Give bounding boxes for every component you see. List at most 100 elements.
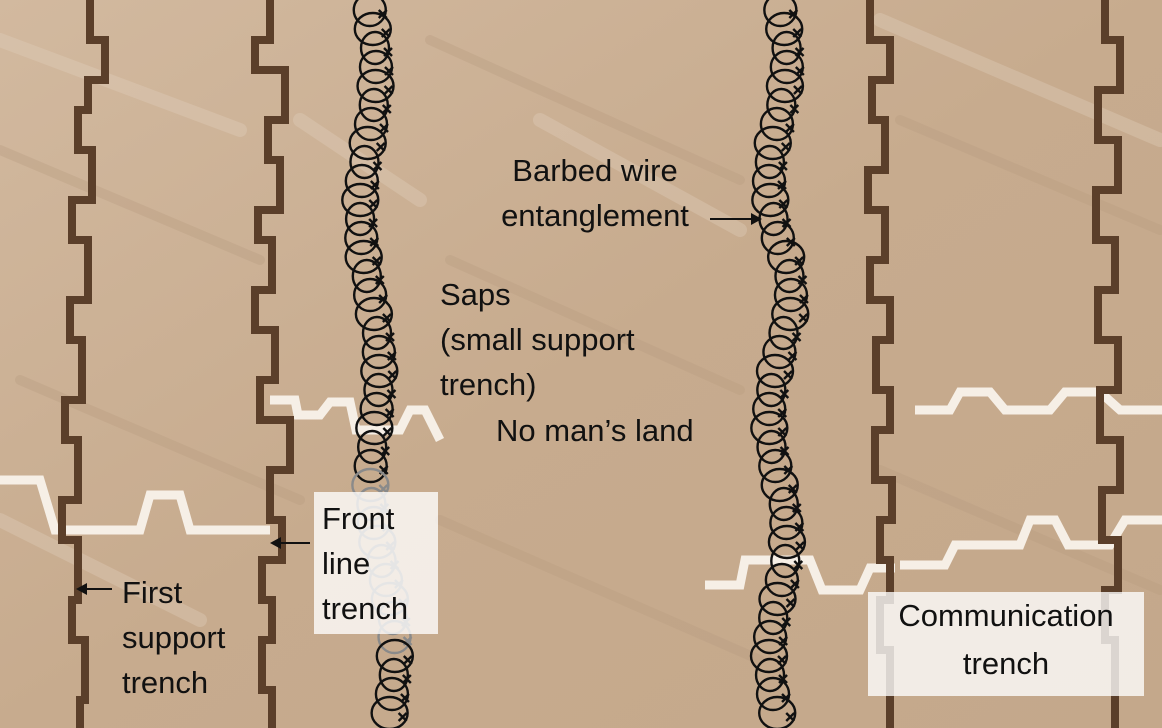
wire-barb: [379, 123, 389, 133]
wire-barb: [787, 351, 798, 361]
wire-coil: [349, 144, 380, 180]
wire-coil: [749, 638, 789, 674]
front-line-label-box: [314, 492, 438, 634]
wire-coil: [355, 410, 394, 446]
wire-barb: [778, 674, 788, 684]
wire-coil: [765, 68, 805, 104]
wire-barb: [383, 85, 394, 95]
saps: [0, 387, 1162, 595]
trenches: [58, 0, 1124, 728]
wire-coil: [356, 429, 388, 465]
wire-barb: [791, 332, 802, 342]
wire-barb: [795, 541, 805, 551]
wire-barb: [781, 617, 792, 627]
wire-coil: [760, 467, 799, 503]
wire-barb: [793, 85, 803, 95]
wire-barb: [386, 389, 397, 399]
wire-coil: [359, 30, 391, 66]
wire-coil: [755, 353, 795, 389]
no-mans-land-label: No man’s land: [496, 413, 694, 448]
wire-barb: [780, 142, 791, 152]
wire-coil: [758, 695, 797, 728]
wire-coil: [750, 410, 789, 446]
wire-barb: [794, 256, 805, 266]
wire-coil: [751, 182, 790, 218]
wire-coil: [341, 182, 380, 218]
wire-coil: [758, 581, 797, 617]
front-line-label: Front line trench: [322, 501, 409, 626]
first-support-trench: [58, 0, 109, 728]
wire-coil: [356, 68, 395, 104]
communication-label-box: [868, 592, 1144, 696]
wire-coil: [754, 657, 786, 693]
wire-coil: [758, 600, 789, 636]
ground-highlights: [0, 13, 1162, 627]
wire-barb: [382, 427, 393, 437]
wire-coil: [753, 125, 792, 161]
wire-coil: [344, 201, 376, 237]
barbed-wire-right: [749, 0, 810, 728]
wire-coil: [363, 372, 394, 408]
sap-right-middle: [900, 515, 1162, 570]
wire-coil: [344, 239, 383, 275]
wire-barb: [387, 370, 398, 380]
wire-coil: [766, 239, 806, 275]
wire-barb: [397, 712, 408, 722]
first-support-arrow: [76, 583, 112, 595]
wire-barb: [785, 712, 796, 722]
sap-right-lower: [705, 555, 895, 595]
wire-barb: [401, 674, 412, 684]
wire-coil: [378, 657, 410, 693]
wire-coil: [768, 315, 799, 351]
sap-left: [0, 475, 270, 535]
communication-label: Communication trench: [898, 598, 1114, 681]
first-support-label: First support trench: [122, 575, 226, 700]
wire-barb: [381, 104, 392, 114]
sap-center: [270, 395, 445, 443]
wire-coil: [766, 87, 797, 123]
wire-coil: [360, 353, 399, 389]
wire-barb: [375, 142, 386, 152]
wire-barb: [798, 313, 809, 323]
wire-coil: [370, 695, 409, 728]
wire-barb: [374, 275, 385, 285]
wire-coil: [361, 315, 393, 351]
barbed-wire-arrow: [710, 213, 762, 225]
wire-barb: [402, 655, 413, 665]
wire-coil: [375, 638, 415, 674]
wire-coil: [358, 87, 389, 123]
barbed-wire-label: Barbed wire entanglement: [501, 153, 689, 233]
front-line-arrow: [270, 537, 310, 549]
wire-coil: [774, 258, 805, 294]
saps-label: Saps (small support trench): [440, 277, 635, 402]
wire-barb: [785, 598, 796, 608]
wire-barb: [787, 484, 798, 494]
wire-coil: [767, 524, 807, 560]
wire-coil: [756, 429, 787, 465]
wire-barb: [785, 123, 795, 133]
wire-barb: [793, 560, 804, 570]
wire-barb: [789, 104, 800, 114]
wire-coil: [754, 144, 786, 180]
wire-barb: [791, 503, 802, 513]
support-trench-right: [864, 0, 896, 728]
sap-right-upper: [915, 387, 1162, 415]
wire-barb: [790, 579, 800, 589]
wire-barb: [372, 161, 383, 171]
front-line-trench: [251, 0, 294, 728]
wire-coil: [351, 258, 383, 294]
wire-coil: [768, 486, 799, 522]
wire-barb: [783, 370, 793, 380]
wire-coil: [765, 11, 804, 47]
wire-barb: [779, 389, 790, 399]
wire-coil: [354, 296, 394, 332]
wire-coil: [348, 125, 387, 161]
wire-coil: [756, 372, 787, 408]
wire-coil: [770, 543, 801, 579]
wire-coil: [771, 296, 810, 332]
trench-far-right: [1092, 0, 1124, 728]
wire-coil: [771, 30, 802, 66]
wire-coil: [353, 11, 393, 47]
wire-barb: [777, 180, 787, 190]
